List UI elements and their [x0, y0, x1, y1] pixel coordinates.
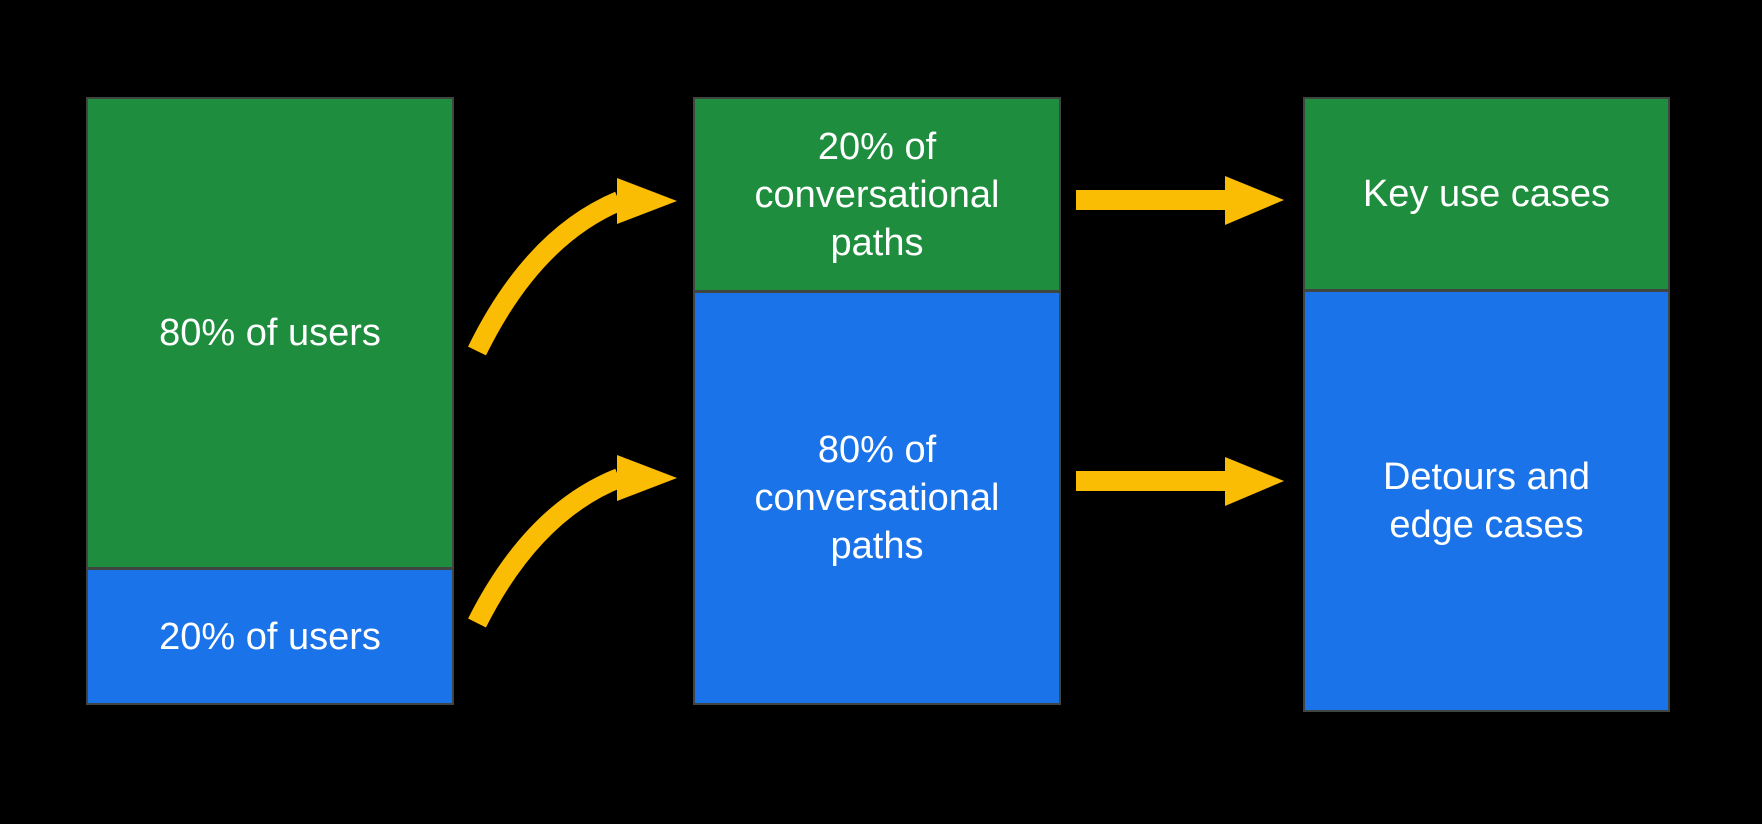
detours-edge-cases-segment: Detours and edge cases: [1305, 289, 1668, 710]
paths-20-label: 20% of conversational paths: [754, 125, 1000, 264]
arrow-users20-to-paths80-head-icon: [617, 455, 677, 501]
arrow-paths20-to-key-use-cases: [1076, 176, 1284, 225]
outcomes-column: Key use cases Detours and edge cases: [1303, 97, 1670, 712]
users-20-segment: 20% of users: [88, 567, 452, 703]
arrow-paths80-to-detours: [1076, 457, 1284, 506]
arrow-users80-to-paths20: [468, 178, 677, 356]
users-20-label: 20% of users: [159, 615, 381, 658]
arrow-users20-to-paths80: [468, 455, 677, 628]
users-80-segment: 80% of users: [88, 99, 452, 567]
paths-80-label: 80% of conversational paths: [754, 429, 1000, 567]
key-use-cases-label: Key use cases: [1362, 173, 1611, 215]
detours-edge-cases-label: Detours and edge cases: [1382, 456, 1590, 546]
paths-80-segment: 80% of conversational paths: [695, 290, 1059, 703]
users-column: 80% of users 20% of users: [86, 97, 454, 705]
arrow-users20-to-paths80-shaft: [468, 468, 623, 628]
arrow-users80-to-paths20-head-icon: [617, 178, 677, 224]
arrow-users80-to-paths20-shaft: [468, 191, 623, 356]
conversational-paths-column: 20% of conversational paths 80% of conve…: [693, 97, 1061, 705]
arrow-paths80-to-detours-head-icon: [1225, 457, 1284, 506]
users-80-label: 80% of users: [159, 312, 381, 354]
key-use-cases-segment: Key use cases: [1305, 99, 1668, 289]
paths-20-segment: 20% of conversational paths: [695, 99, 1059, 290]
arrow-paths20-to-key-use-cases-head-icon: [1225, 176, 1284, 225]
